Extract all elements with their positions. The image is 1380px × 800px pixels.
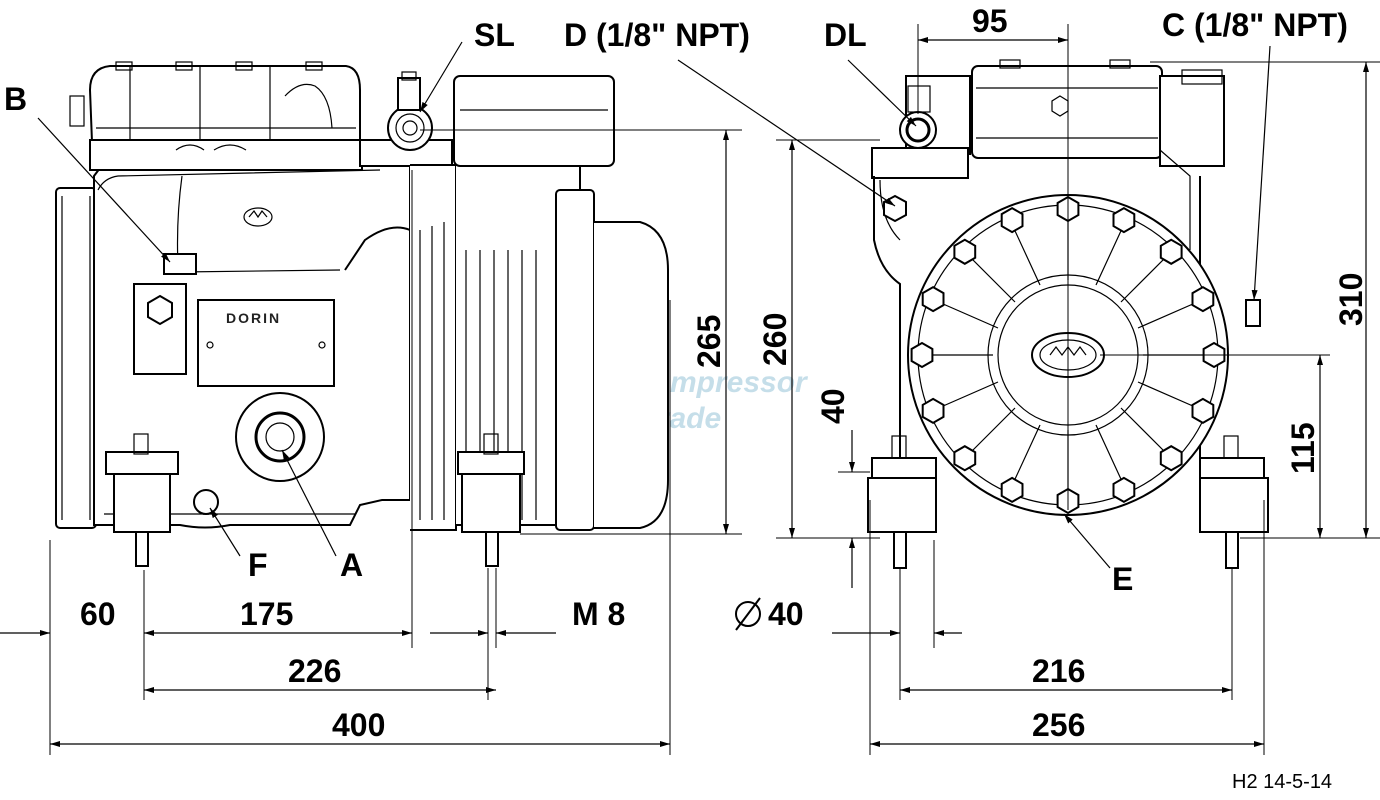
side-motor-housing (410, 75, 669, 531)
front-foot-right (1199, 435, 1269, 569)
dim-256: 256 (1032, 707, 1085, 743)
cover-bolt-icon (921, 397, 945, 425)
dim-216: 216 (1032, 653, 1085, 689)
cover-bolt-icon (921, 285, 945, 313)
dim-115: 115 (1285, 422, 1321, 474)
dim-260: 260 (757, 313, 793, 366)
nameplate: DORIN (197, 299, 335, 387)
callout-e: E (1112, 561, 1133, 597)
dim-40-vertical: 40 (815, 388, 851, 424)
dimension-lines (0, 24, 1380, 755)
diameter-symbol-icon (735, 597, 761, 631)
oil-fill-plug (133, 253, 197, 375)
cover-bolt-icon (1112, 476, 1136, 504)
side-foot-left (105, 433, 179, 567)
callout-dl: DL (824, 17, 867, 53)
oil-sight-glass (235, 392, 325, 482)
cover-bolt-icon (953, 445, 977, 472)
callout-a: A (340, 547, 363, 583)
cover-bolt-icon (1159, 238, 1183, 265)
side-logo-icon (243, 207, 273, 227)
cover-bolt-icon (1191, 285, 1215, 313)
cover-bolt-icon (1159, 445, 1183, 472)
side-view: DORIN (55, 61, 669, 567)
callout-labels: B SL D (1/8" NPT) DL C (1/8" NPT) F A E (4, 7, 1348, 597)
side-cylinder-head (69, 61, 363, 171)
dim-265: 265 (691, 315, 727, 368)
dim-60: 60 (80, 596, 116, 632)
callout-d: D (1/8" NPT) (564, 17, 750, 53)
dim-226: 226 (288, 653, 341, 689)
dim-400: 400 (332, 707, 385, 743)
dim-310: 310 (1333, 273, 1369, 326)
cover-bolt-icon (1000, 476, 1024, 504)
cover-bolt-icon (1112, 206, 1136, 234)
dimension-labels: 60 175 M 8 226 400 265 260 40 40 95 310 … (80, 3, 1369, 743)
side-flange-plate (55, 187, 97, 529)
callout-sl: SL (474, 17, 515, 53)
side-foot-right (457, 433, 525, 567)
cover-bolt-icon (1000, 206, 1024, 234)
callout-f: F (248, 547, 268, 583)
callout-c: C (1/8" NPT) (1162, 7, 1348, 43)
dim-175: 175 (240, 596, 293, 632)
nameplate-brand: DORIN (226, 310, 281, 326)
cover-bolt-icon (910, 341, 934, 369)
oil-drain-plug (193, 489, 219, 515)
front-foot-left (867, 435, 937, 569)
suction-valve (359, 71, 453, 167)
front-cylinder-head (871, 59, 1225, 179)
cover-bolt-icon (953, 238, 977, 265)
dim-diameter-40: 40 (768, 596, 804, 632)
callout-leaders (37, 41, 1271, 569)
dim-95: 95 (972, 3, 1008, 39)
callout-b: B (4, 81, 27, 117)
cover-bolt-icon (1191, 397, 1215, 425)
drawing-code: H2 14-5-14 (1232, 771, 1332, 793)
dim-m8: M 8 (572, 596, 625, 632)
